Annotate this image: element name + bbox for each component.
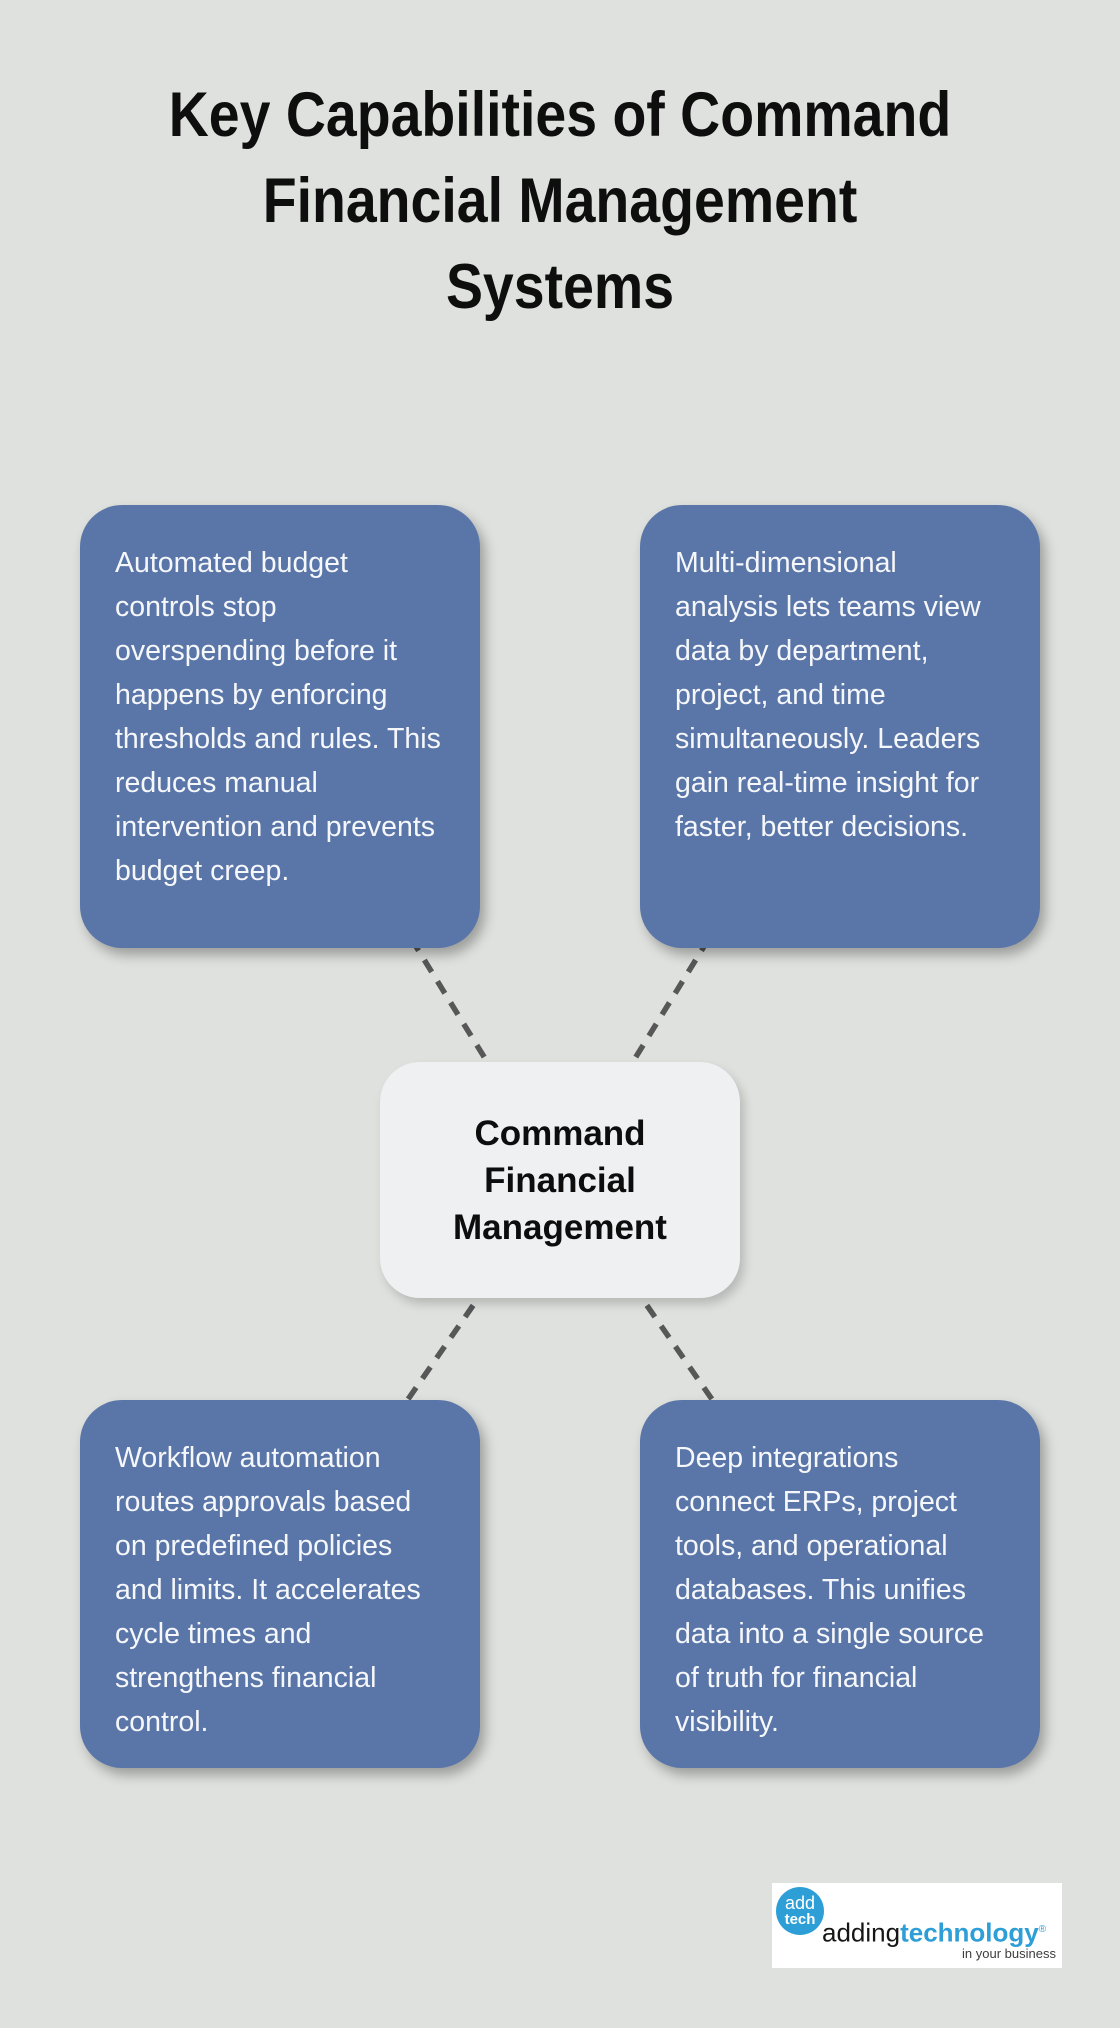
central-topic-label: Command Financial Management xyxy=(453,1113,667,1247)
logo-word-adding: adding xyxy=(822,1917,901,1948)
capability-card-bottom-right: Deep integrations connect ERPs, project … xyxy=(640,1400,1040,1768)
capability-card-top-right: Multi-dimensional analysis lets teams vi… xyxy=(640,505,1040,948)
addtech-logo-badge-icon: add tech xyxy=(776,1887,824,1935)
capability-card-top-left: Automated budget controls stop overspend… xyxy=(80,505,480,948)
logo-badge-add: add xyxy=(784,1893,816,1913)
capability-text-top-right: Multi-dimensional analysis lets teams vi… xyxy=(675,547,981,843)
central-topic-node: Command Financial Management xyxy=(380,1062,740,1298)
page-title: Key Capabilities of Command Financial Ma… xyxy=(67,72,1053,330)
registered-trademark-symbol: ® xyxy=(1038,1924,1047,1935)
capability-text-bottom-left: Workflow automation routes approvals bas… xyxy=(115,1442,421,1738)
logo-wordmark: addingtechnology® xyxy=(822,1916,1046,1947)
addtech-logo: add tech addingtechnology® in your busin… xyxy=(772,1883,1062,1968)
page-title-line-1: Key Capabilities of Command xyxy=(168,80,952,150)
page-title-line-3: Systems xyxy=(445,252,675,322)
page-title-line-2: Financial Management xyxy=(262,166,858,236)
logo-word-technology: technology xyxy=(900,1917,1039,1948)
capability-text-top-left: Automated budget controls stop overspend… xyxy=(115,547,441,887)
capability-text-bottom-right: Deep integrations connect ERPs, project … xyxy=(675,1442,984,1738)
logo-badge-tech: tech xyxy=(784,1911,816,1928)
logo-tagline: in your business xyxy=(962,1946,1056,1961)
capability-card-bottom-left: Workflow automation routes approvals bas… xyxy=(80,1400,480,1768)
